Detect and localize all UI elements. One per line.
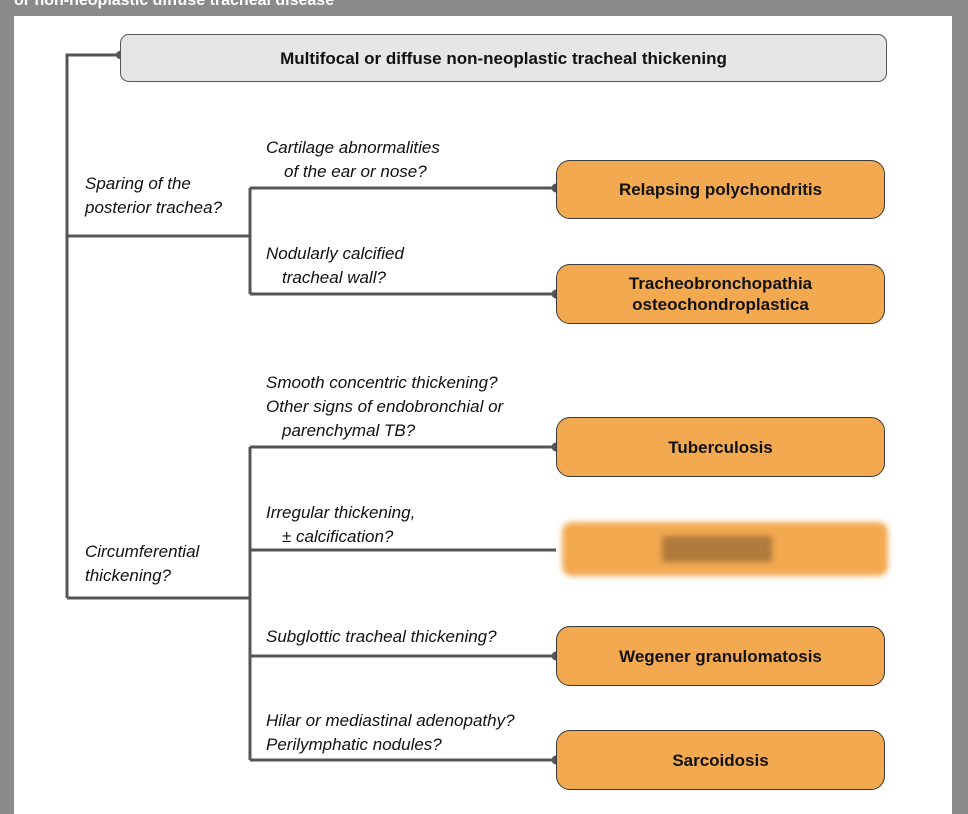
question-line: of the ear or nose?: [284, 162, 427, 181]
result-label: Relapsing polychondritis: [618, 180, 823, 199]
question-line: Cartilage abnormalities: [266, 138, 440, 157]
question-line: Nodularly calcified: [266, 244, 404, 263]
redacted-text-smudge: [662, 536, 772, 562]
question-line: ± calcification?: [282, 527, 394, 546]
result-tuberculosis: Tuberculosis: [556, 417, 885, 477]
branch-label-circumferential: Circumferential thickening?: [85, 540, 199, 588]
branch-line: thickening?: [85, 566, 172, 585]
cropped-caption: or non-neoplastic diffuse tracheal disea…: [14, 0, 335, 9]
trunk-line: [65, 53, 120, 598]
question-line: Hilar or mediastinal adenopathy?: [266, 711, 515, 730]
question-line: Smooth concentric thickening?: [266, 373, 498, 392]
header-box: Multifocal or diffuse non-neoplastic tra…: [120, 34, 887, 82]
result-sarcoidosis: Sarcoidosis: [556, 730, 885, 790]
question-line: tracheal wall?: [282, 268, 386, 287]
result-label: osteochondroplastica: [632, 295, 809, 314]
question-smooth: Smooth concentric thickening? Other sign…: [266, 371, 503, 443]
header-title: Multifocal or diffuse non-neoplastic tra…: [280, 48, 727, 68]
question-line: Subglottic tracheal thickening?: [266, 627, 497, 646]
result-relapsing-polychondritis: Relapsing polychondritis: [556, 160, 885, 219]
branch-line: Circumferential: [85, 542, 200, 561]
result-label: Tuberculosis: [668, 437, 773, 457]
question-line: Perilymphatic nodules?: [266, 735, 442, 754]
branch-label-sparing: Sparing of the posterior trachea?: [85, 172, 222, 220]
question-subglottic: Subglottic tracheal thickening?: [266, 625, 497, 649]
question-nodular: Nodularly calcified tracheal wall?: [266, 242, 404, 290]
branch-line: posterior trachea?: [85, 198, 223, 217]
result-label: Wegener granulomatosis: [619, 646, 822, 666]
question-line: Other signs of endobronchial or: [266, 397, 504, 416]
question-line: Irregular thickening,: [266, 503, 416, 522]
question-irregular: Irregular thickening, ± calcification?: [266, 501, 415, 549]
redacted-result-box: [548, 506, 902, 590]
result-wegener-granulomatosis: Wegener granulomatosis: [556, 626, 885, 686]
result-tracheobronchopathia: Tracheobronchopathia osteochondroplastic…: [556, 264, 885, 324]
result-label: Sarcoidosis: [672, 750, 769, 770]
question-cartilage: Cartilage abnormalities of the ear or no…: [266, 136, 440, 184]
question-hilar: Hilar or mediastinal adenopathy? Perilym…: [266, 709, 515, 757]
branch-line: Sparing of the: [85, 174, 191, 193]
question-line: parenchymal TB?: [282, 421, 416, 440]
result-label: Tracheobronchopathia: [628, 274, 813, 293]
